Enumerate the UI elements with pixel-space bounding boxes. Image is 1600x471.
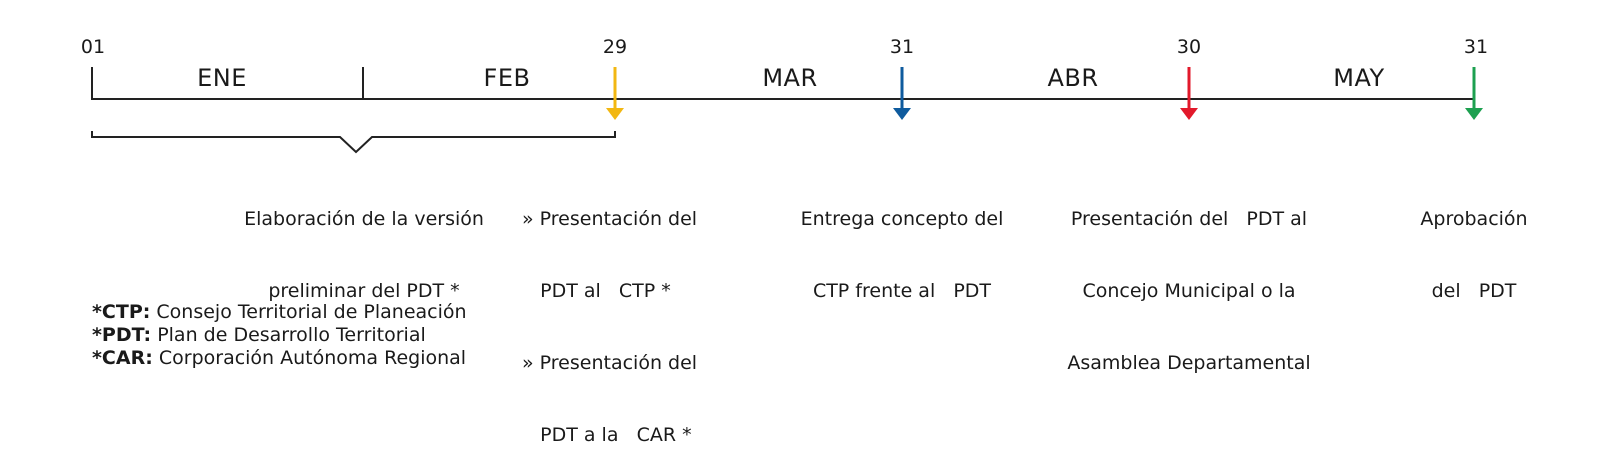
arrow-blue-icon	[893, 67, 911, 120]
legend-abbr: *PDT:	[92, 324, 152, 346]
milestone-text-line: Concejo Municipal o la	[1082, 280, 1296, 302]
milestone-text-line: preliminar del PDT *	[268, 280, 460, 302]
milestone-text-line: PDT al CTP *	[522, 280, 671, 302]
bracket-elaboracion	[91, 131, 616, 154]
legend: *CTP: Consejo Territorial de Planeación …	[92, 301, 467, 370]
arrow-red-icon	[1180, 67, 1198, 120]
legend-abbr: *CTP:	[92, 301, 151, 323]
arrow-green-icon	[1465, 67, 1483, 120]
milestone-presentacion: » Presentación del PDT al CTP * » Presen…	[522, 159, 697, 471]
timeline-graphic	[91, 67, 1483, 154]
milestone-text-line: CTP frente al PDT	[812, 280, 992, 302]
milestone-text-line: Presentación del PDT al	[1070, 208, 1308, 230]
legend-item-ctp: *CTP: Consejo Territorial de Planeación	[92, 301, 467, 324]
month-label-mar: MAR	[762, 64, 818, 92]
legend-item-car: *CAR: Corporación Autónoma Regional	[92, 347, 467, 370]
day-label-31-may: 31	[1463, 36, 1489, 58]
day-label-01: 01	[80, 36, 106, 58]
legend-abbr: *CAR:	[92, 347, 153, 369]
legend-text: Plan de Desarrollo Territorial	[151, 324, 426, 346]
milestone-elaboracion: Elaboración de la versión preliminar del…	[244, 159, 484, 327]
milestone-text-line: Aprobación	[1420, 208, 1528, 230]
month-label-ene: ENE	[197, 64, 247, 92]
milestone-text-line: Elaboración de la versión	[244, 208, 484, 230]
legend-text: Consejo Territorial de Planeación	[150, 301, 467, 323]
milestone-text-line: del PDT	[1431, 280, 1517, 302]
day-label-29: 29	[602, 36, 628, 58]
month-label-may: MAY	[1333, 64, 1385, 92]
milestone-text-line: PDT a la CAR *	[522, 424, 692, 446]
milestone-text-line: » Presentación del	[522, 352, 698, 374]
milestone-concejo: Presentación del PDT al Concejo Municipa…	[1067, 159, 1310, 399]
milestone-text-line: » Presentación del	[522, 208, 698, 230]
month-label-abr: ABR	[1047, 64, 1099, 92]
milestone-text-line: Asamblea Departamental	[1067, 352, 1311, 374]
month-label-feb: FEB	[483, 64, 531, 92]
day-label-30: 30	[1176, 36, 1202, 58]
arrow-yellow-icon	[606, 67, 624, 120]
day-label-31-mar: 31	[889, 36, 915, 58]
legend-text: Corporación Autónoma Regional	[152, 347, 467, 369]
milestone-text-line: Entrega concepto del	[800, 208, 1004, 230]
milestone-aprobacion: Aprobación del PDT	[1420, 159, 1527, 327]
legend-item-pdt: *PDT: Plan de Desarrollo Territorial	[92, 324, 467, 347]
milestone-entrega: Entrega concepto del CTP frente al PDT	[801, 159, 1004, 327]
